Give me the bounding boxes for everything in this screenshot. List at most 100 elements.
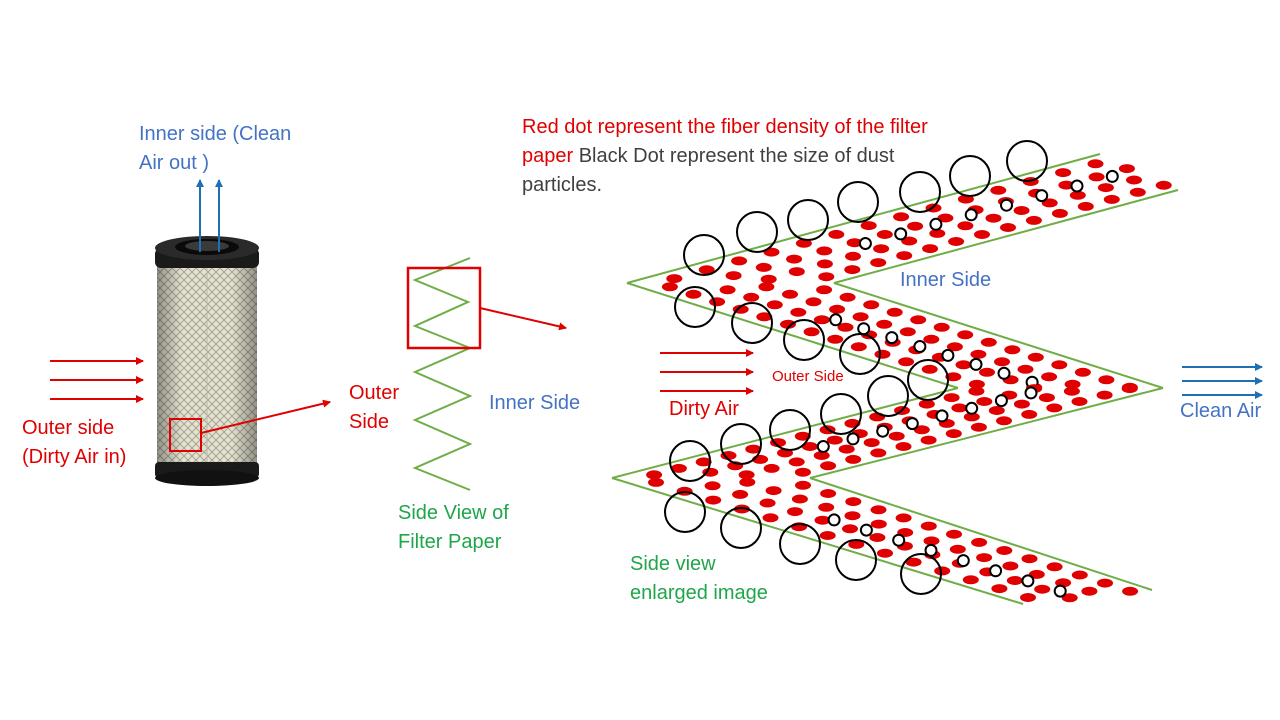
fiber-dot	[1129, 187, 1146, 197]
fiber-dot	[863, 438, 880, 448]
fiber-dot	[921, 364, 938, 374]
fiber-dot	[1064, 379, 1081, 389]
dust-particle-small	[905, 417, 919, 431]
fiber-dot	[848, 539, 865, 549]
fiber-dot	[1121, 384, 1138, 394]
fiber-dot	[1041, 372, 1058, 382]
fiber-dot	[837, 322, 854, 332]
fiber-dot	[910, 315, 927, 325]
fiber-dot	[1077, 201, 1094, 211]
fiber-dot	[1004, 345, 1021, 355]
dust-particle-small	[964, 208, 978, 222]
dust-particle-large	[907, 359, 949, 401]
fiber-dot	[1071, 397, 1088, 406]
inner-side-label: Inner Side	[489, 392, 581, 414]
fiber-dot	[1000, 223, 1016, 232]
fiber-dot	[838, 444, 855, 454]
fiber-dot	[1098, 375, 1115, 385]
fiber-dot	[709, 297, 726, 307]
filter-paper-zigzag	[412, 257, 473, 491]
fiber-dot	[873, 244, 890, 254]
fiber-dot	[758, 282, 775, 292]
fiber-dot	[963, 412, 980, 422]
fiber-dot	[870, 519, 887, 529]
fiber-dot	[852, 312, 869, 322]
fiber-dot	[818, 502, 835, 512]
fiber-dot	[946, 342, 963, 352]
fiber-dot	[801, 442, 818, 451]
enlarged-dots	[646, 140, 1172, 603]
fiber-dot	[1038, 393, 1055, 403]
fiber-dot	[979, 367, 995, 377]
fiber-dot	[844, 265, 861, 275]
fiber-dot	[766, 300, 783, 310]
legend-red-text: Red dot represent the fiber density of t…	[522, 116, 928, 167]
fiber-dot	[720, 451, 737, 460]
fiber-dot	[957, 221, 974, 231]
dust-particle-small	[997, 366, 1011, 380]
fiber-dot	[971, 537, 988, 547]
fiber-dot	[962, 575, 979, 585]
fiber-dot	[745, 444, 762, 454]
dust-particle-small	[857, 322, 871, 336]
fiber-dot	[788, 267, 805, 277]
fiber-dot	[739, 477, 756, 487]
fiber-dot	[945, 429, 962, 439]
fiber-dot	[765, 486, 782, 496]
fiber-dot	[788, 457, 805, 467]
fiber-dot	[704, 481, 721, 491]
fiber-dot	[803, 327, 820, 337]
fiber-dot	[922, 244, 939, 254]
fiber-dot	[985, 213, 1002, 223]
fiber-dot	[1118, 164, 1135, 174]
fiber-dot	[970, 349, 987, 359]
dust-particle-small	[876, 424, 890, 438]
fiber-dot	[901, 236, 918, 246]
fiber-dot	[1046, 562, 1063, 572]
fiber-dot	[957, 330, 974, 340]
fiber-dot	[814, 515, 831, 525]
dust-particle-small	[892, 533, 906, 547]
fiber-dot	[826, 435, 843, 445]
fiber-dot	[976, 553, 993, 563]
fiber-dot	[860, 221, 877, 231]
fiber-dot	[648, 477, 664, 487]
fiber-dot	[876, 319, 893, 329]
fiber-dot	[1046, 403, 1063, 413]
fiber-dot	[731, 256, 748, 266]
dust-particle-small	[846, 432, 860, 446]
fiber-dot	[996, 546, 1013, 555]
dust-particle-small	[994, 394, 1008, 408]
fiber-dot	[968, 386, 985, 396]
fiber-dot	[850, 342, 867, 352]
dust-particle-small	[1000, 198, 1013, 212]
dust-particle-large	[787, 199, 829, 241]
dust-particle-small	[965, 401, 979, 415]
inner-side-clean-air-out-label: Inner side (Clean Air out )	[139, 123, 292, 174]
dust-particle-small	[935, 409, 949, 423]
dust-particle-small	[1024, 386, 1038, 400]
dust-particle-small	[929, 217, 943, 231]
fiber-dot	[756, 312, 773, 322]
fiber-dot	[907, 221, 924, 231]
dust-particle-small	[913, 340, 927, 353]
fiber-dot	[790, 307, 807, 317]
dust-particle-small	[816, 440, 830, 453]
fiber-dot	[923, 334, 940, 344]
fiber-dot	[1002, 561, 1019, 571]
fiber-dot	[886, 307, 903, 317]
fiber-dot	[1097, 183, 1114, 193]
dust-particle-small	[1070, 179, 1084, 193]
dust-particle-large	[674, 286, 716, 328]
fiber-dot	[763, 463, 780, 473]
fiber-dot	[670, 463, 687, 473]
fiber-dot	[1061, 593, 1078, 603]
fiber-dot	[719, 285, 736, 295]
dust-particle-large	[720, 423, 762, 465]
air-filter-cartridge-icon	[155, 236, 259, 486]
fiber-dot	[816, 259, 833, 269]
fiber-dot	[787, 507, 803, 517]
fiber-dot	[905, 557, 922, 567]
fiber-dot	[1021, 554, 1038, 564]
fiber-dot	[988, 406, 1005, 415]
